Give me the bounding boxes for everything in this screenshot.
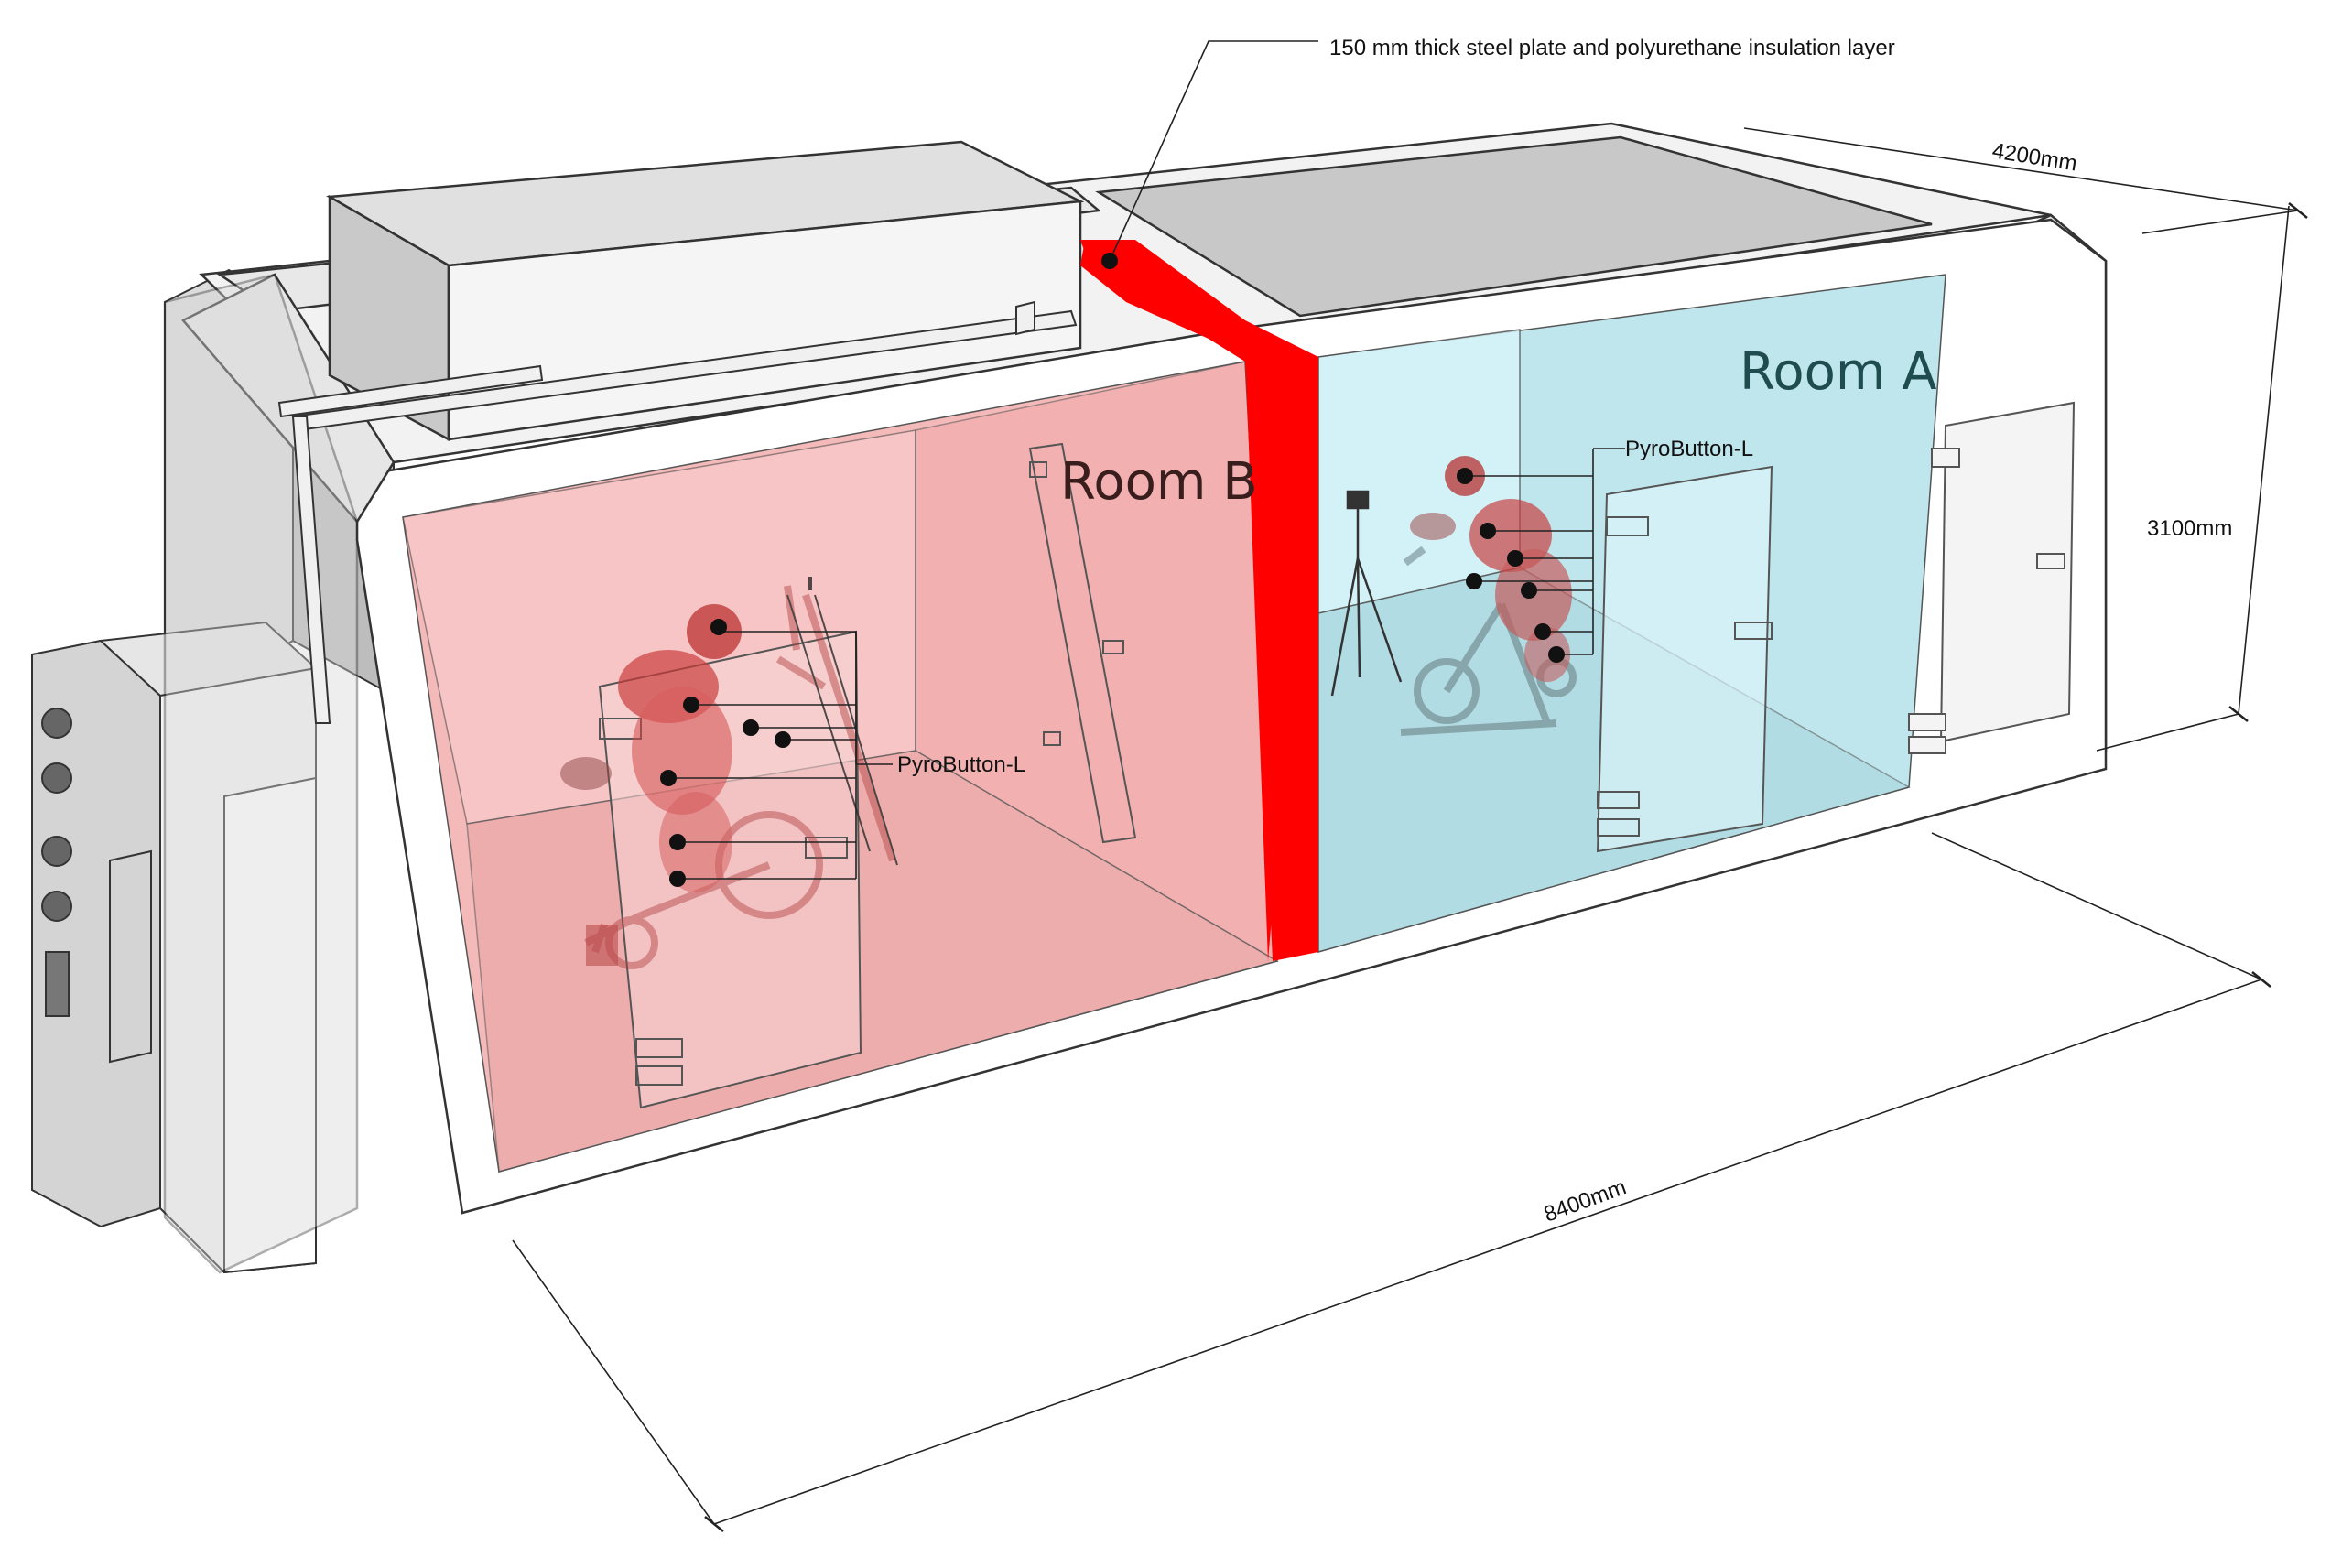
length-dimension-label: 8400mm xyxy=(1541,1174,1630,1227)
insulation-divider xyxy=(1080,240,1318,961)
room-a-title: Room A xyxy=(1740,342,1937,402)
insulation-callout xyxy=(1101,40,1318,269)
room-a-sensor-back xyxy=(1521,582,1537,599)
room-b-sensor-back xyxy=(660,770,677,786)
room-a-sensor-leaders xyxy=(1465,448,1625,655)
room-a-door-front xyxy=(1596,465,1773,853)
room-b-sensor-hand xyxy=(775,731,791,748)
room-b-sensor-leg xyxy=(669,871,686,887)
room-a-sensor-chest xyxy=(1480,523,1496,539)
room-a-sensors xyxy=(1457,468,1565,663)
ac-unit-front xyxy=(31,621,317,1274)
room-b-title: Room B xyxy=(1060,452,1258,512)
room-b-door-back xyxy=(1028,442,1137,844)
room-a-sensor-thigh xyxy=(1534,623,1551,640)
exterior-door xyxy=(1908,401,2076,754)
roof-pipes xyxy=(277,300,1078,724)
height-dimension-label: 3100mm xyxy=(2147,516,2232,541)
dimension-lines xyxy=(512,127,2308,1532)
room-b-sensor-leaders xyxy=(668,631,893,880)
room-a-sensor-head xyxy=(1457,468,1473,484)
room-a-sensor-leg xyxy=(1548,646,1565,663)
room-a-sensor-label: PyroButton-L xyxy=(1625,437,1753,461)
room-b-sensor-label: PyroButton-L xyxy=(897,752,1025,777)
room-a-sensor-hand xyxy=(1466,573,1482,589)
room-b-sensor-thigh xyxy=(669,834,686,850)
room-b-sensor-head xyxy=(710,619,727,635)
room-b-sensor-chest xyxy=(683,697,699,713)
room-b-sensors xyxy=(660,619,791,887)
room-a-sensor-arm xyxy=(1507,550,1523,567)
room-b-sensor-arm xyxy=(743,719,759,736)
depth-dimension-label: 4200mm xyxy=(1990,138,2078,176)
room-a-tripod xyxy=(1330,490,1403,697)
insulation-layer-label: 150 mm thick steel plate and polyurethan… xyxy=(1329,36,1895,60)
